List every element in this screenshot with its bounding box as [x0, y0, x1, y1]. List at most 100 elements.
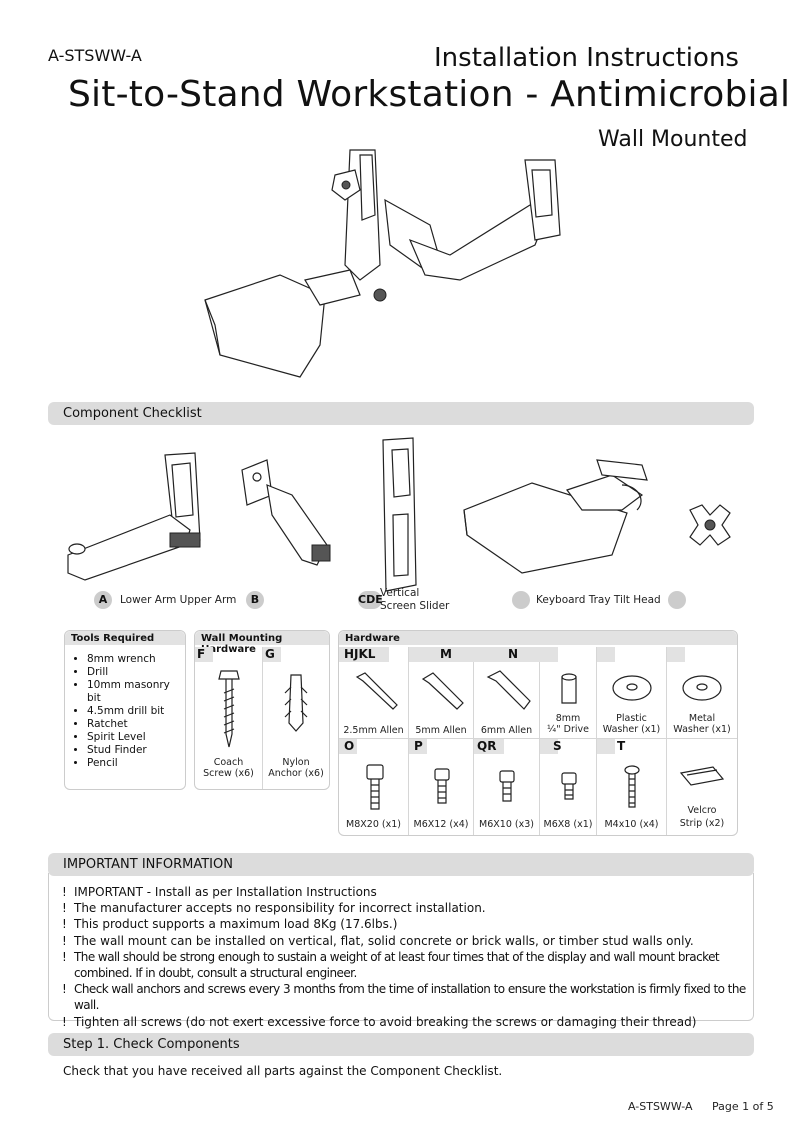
component-badge-empty-2	[668, 591, 686, 609]
hardware-label-g-2: Anchor (x6)	[268, 768, 324, 779]
hardware-cell-n: N 6mm Allen	[474, 647, 540, 739]
bolt-m8x20-icon	[366, 764, 384, 810]
allen-key-icon	[421, 672, 464, 710]
hardware-label: 6mm Allen	[480, 725, 533, 736]
hardware-label-g-1: Nylon	[282, 757, 310, 768]
hardware-label: Washer (x1)	[602, 724, 661, 735]
hardware-label-f-2: Screw (x6)	[203, 768, 254, 779]
vertical-screen-slider-illustration	[382, 437, 417, 592]
tool-item: Ratchet	[87, 718, 185, 731]
cell-tab	[409, 647, 474, 662]
wall-hardware-header-bg	[195, 631, 329, 645]
cell-tab	[540, 647, 558, 662]
cell-tab	[597, 739, 615, 754]
hardware-cell-t: T M4x10 (x4)	[597, 739, 667, 835]
cell-tab	[339, 739, 357, 754]
tool-item: 4.5mm drill bit	[87, 705, 185, 718]
important-item: !The wall should be strong enough to sus…	[62, 949, 720, 981]
hardware-label-f-1: Coach	[213, 757, 244, 768]
hardware-cell-s: S M6X8 (x1)	[540, 739, 597, 835]
cell-tab	[409, 739, 427, 754]
hardware-label: 2.5mm Allen	[343, 725, 404, 736]
hardware-cell-hjkl: HJKL 2.5mm Allen	[339, 647, 409, 739]
lower-arm-illustration	[67, 452, 201, 581]
hardware-cell-qr: QR M6X10 (x3)	[474, 739, 540, 835]
hardware-title: Hardware	[345, 633, 400, 644]
component-badge-cde: CDE	[358, 591, 383, 609]
hardware-label: Washer (x1)	[673, 724, 731, 735]
tilt-head-illustration	[689, 504, 731, 546]
cell-tab	[474, 739, 504, 754]
plastic-washer-icon	[612, 675, 652, 701]
important-item: !This product supports a maximum load 8K…	[62, 917, 398, 932]
subtitle-wall-mounted: Wall Mounted	[598, 127, 748, 152]
component-label-slider: Vertical Screen Slider	[380, 587, 450, 612]
cell-tab	[597, 647, 615, 662]
tool-item: 8mm wrench	[87, 653, 185, 666]
keyboard-tray-illustration	[463, 459, 648, 574]
title-installation-instructions: Installation Instructions	[434, 43, 739, 73]
tool-item: 10mm masonry bit	[87, 679, 185, 705]
important-item: !The wall mount can be installed on vert…	[62, 933, 694, 948]
hardware-letter-p: P	[414, 739, 423, 753]
hardware-cell-o: O M8X20 (x1)	[339, 739, 409, 835]
wall-hardware-title: Wall Mounting Hardware	[201, 633, 283, 655]
socket-drive-icon	[561, 673, 577, 704]
hardware-header-bg	[339, 631, 737, 645]
cell-tab	[195, 647, 213, 662]
tools-required-title: Tools Required	[71, 633, 155, 644]
hardware-label: 5mm Allen	[415, 725, 467, 736]
hardware-letter-hjkl: HJKL	[344, 647, 376, 661]
bolt-m6x8-icon	[561, 772, 577, 800]
metal-washer-icon	[682, 675, 722, 701]
component-label-tray: Keyboard Tray Tilt Head	[536, 594, 661, 606]
tools-list: 8mm wrench Drill 10mm masonry bit 4.5mm …	[75, 653, 185, 770]
hardware-cell-p: P M6X12 (x4)	[409, 739, 474, 835]
bolt-m6x10-icon	[499, 770, 515, 802]
important-item: !The manufacturer accepts no responsibil…	[62, 901, 486, 916]
screw-m4x10-icon	[624, 765, 640, 808]
tool-item: Stud Finder	[87, 744, 185, 757]
hardware-cell-m: M 5mm Allen	[409, 647, 474, 739]
component-badge-b: B	[246, 591, 264, 609]
hardware-cell-metal-washer: Metal Washer (x1)	[667, 647, 737, 739]
hardware-letter-f: F	[197, 647, 206, 661]
tools-required-header-bg	[65, 631, 185, 645]
hardware-label: M6X10 (x3)	[479, 819, 534, 830]
important-information-header: IMPORTANT INFORMATION	[48, 853, 754, 876]
step-1-text: Check that you have received all parts a…	[63, 1064, 503, 1078]
coach-screw-icon	[218, 670, 240, 748]
step-1-header: Step 1. Check Components	[48, 1033, 754, 1056]
important-item: !IMPORTANT - Install as per Installation…	[62, 885, 377, 899]
velcro-strip-icon	[679, 766, 725, 786]
component-checklist-header: Component Checklist	[48, 402, 754, 425]
allen-key-icon	[486, 670, 531, 710]
hardware-cell-velcro: Velcro Strip (x2)	[667, 739, 737, 835]
important-information-list: !IMPORTANT - Install as per Installation…	[62, 884, 752, 1030]
nylon-anchor-icon	[284, 674, 308, 732]
hardware-cell-drive: 8mm ¼" Drive	[540, 647, 597, 739]
hardware-letter-s: S	[553, 739, 562, 753]
hardware-label: 8mm	[555, 713, 581, 724]
hardware-label: M6X12 (x4)	[413, 819, 469, 830]
allen-key-icon	[355, 672, 398, 710]
component-badge-a: A	[94, 591, 112, 609]
cell-tab	[540, 739, 558, 754]
bolt-m6x12-icon	[434, 768, 450, 804]
important-information-box	[48, 873, 754, 1021]
upper-arm-illustration	[241, 459, 331, 566]
cell-tab	[474, 647, 540, 662]
hardware-label: Metal	[688, 713, 716, 724]
tool-item: Spirit Level	[87, 731, 185, 744]
cell-tab	[263, 647, 281, 662]
tool-item: Drill	[87, 666, 185, 679]
component-label-arms: Lower Arm Upper Arm	[120, 594, 237, 606]
hardware-label: Strip (x2)	[679, 818, 725, 829]
hardware-cell-plastic-washer: Plastic Washer (x1)	[597, 647, 667, 739]
hardware-cell-f: F Coach Screw (x6)	[195, 647, 263, 789]
wall-mounting-hardware-panel: Wall Mounting Hardware F Coach Screw (x6…	[194, 630, 330, 790]
component-badge-empty-1	[512, 591, 530, 609]
document-code: A-STSWW-A	[48, 46, 142, 65]
footer-page-number: Page 1 of 5	[712, 1100, 774, 1113]
hardware-label: Plastic	[616, 713, 647, 724]
